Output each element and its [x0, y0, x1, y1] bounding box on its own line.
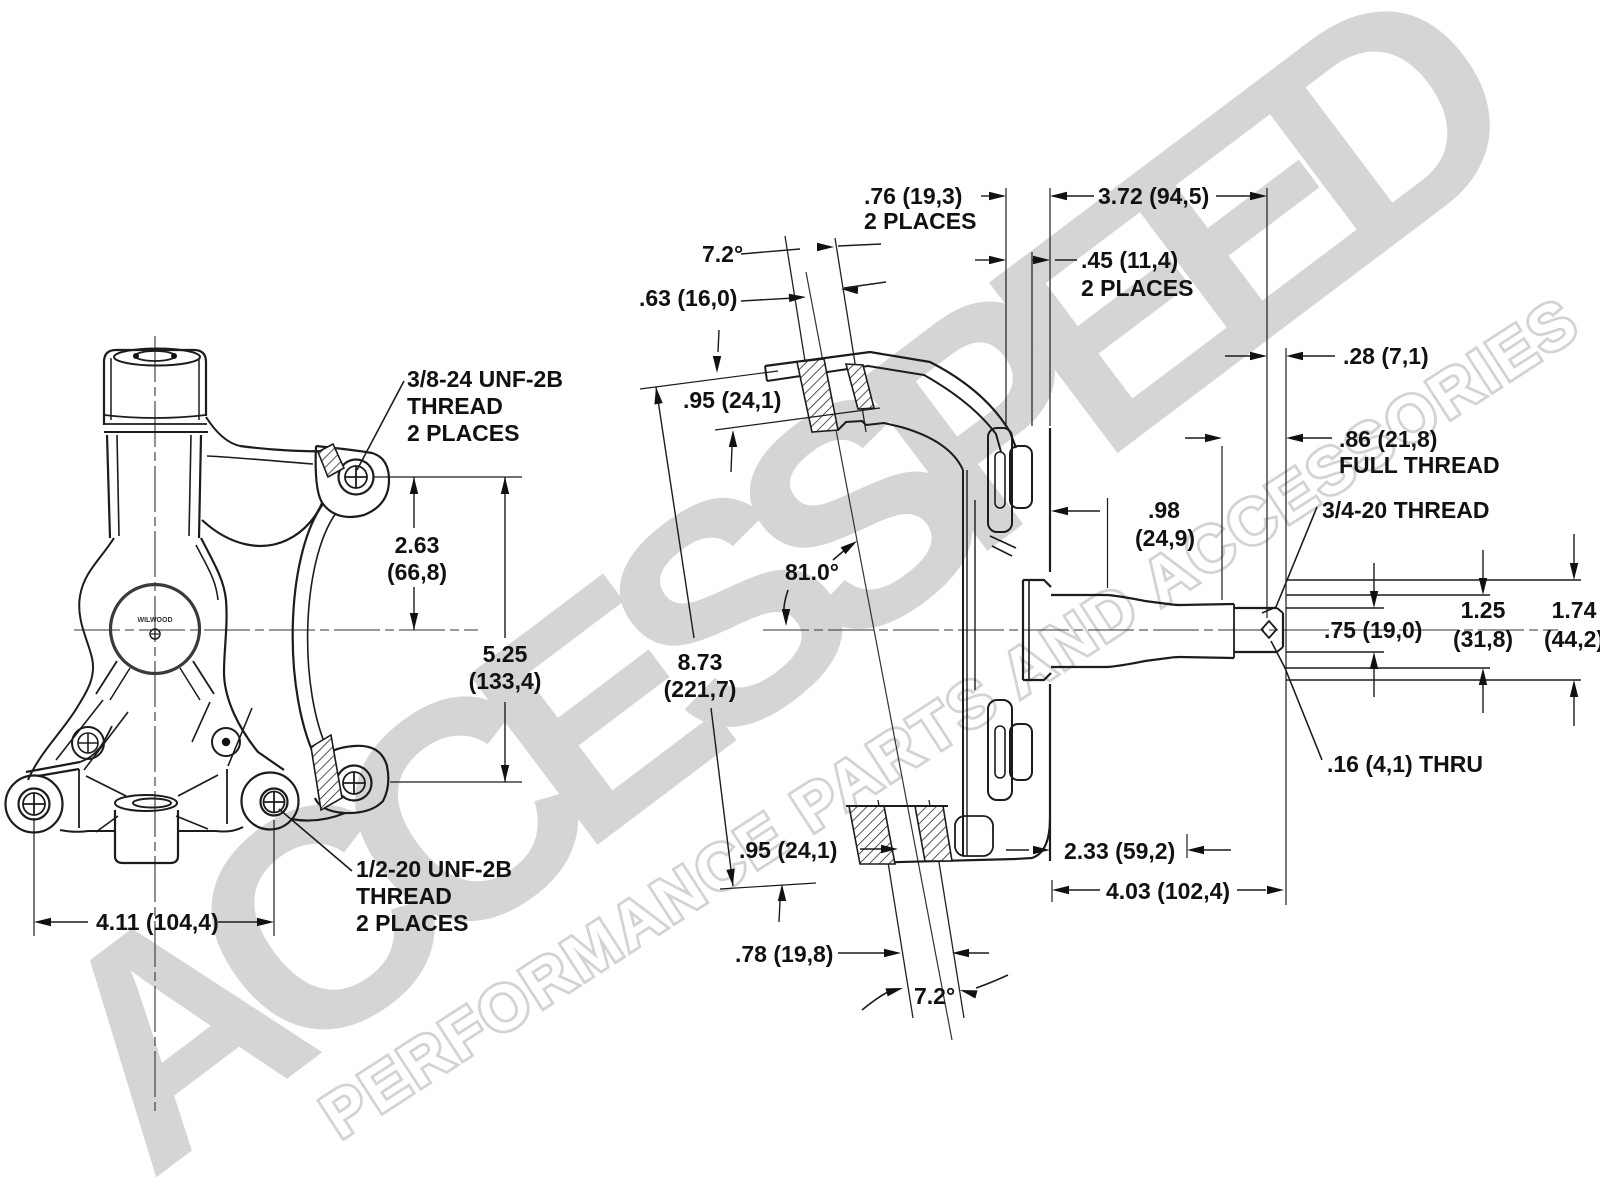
- svg-text:(66,8): (66,8): [387, 559, 447, 585]
- svg-text:THREAD: THREAD: [407, 393, 503, 419]
- svg-text:WILWOOD: WILWOOD: [138, 617, 173, 624]
- svg-text:1.25: 1.25: [1461, 597, 1506, 623]
- svg-text:.76 (19,3): .76 (19,3): [864, 183, 962, 209]
- svg-text:(44,2): (44,2): [1544, 626, 1600, 652]
- svg-text:2 PLACES: 2 PLACES: [1081, 275, 1193, 301]
- svg-text:2.33 (59,2): 2.33 (59,2): [1064, 838, 1175, 864]
- svg-text:7.2°: 7.2°: [914, 983, 955, 1009]
- svg-text:2 PLACES: 2 PLACES: [864, 208, 976, 234]
- svg-text:.75 (19,0): .75 (19,0): [1324, 617, 1422, 643]
- svg-text:3.72 (94,5): 3.72 (94,5): [1098, 183, 1209, 209]
- svg-text:.63 (16,0): .63 (16,0): [639, 285, 737, 311]
- svg-text:(133,4): (133,4): [469, 668, 542, 694]
- svg-text:.28 (7,1): .28 (7,1): [1343, 343, 1429, 369]
- svg-text:7.2°: 7.2°: [702, 241, 743, 267]
- svg-text:(221,7): (221,7): [664, 676, 737, 702]
- svg-text:4.03 (102,4): 4.03 (102,4): [1106, 878, 1230, 904]
- svg-text:2 PLACES: 2 PLACES: [407, 420, 519, 446]
- svg-text:.98: .98: [1148, 497, 1180, 523]
- svg-text:2 PLACES: 2 PLACES: [356, 910, 468, 936]
- svg-text:.45 (11,4): .45 (11,4): [1081, 247, 1178, 273]
- svg-text:THREAD: THREAD: [356, 883, 452, 909]
- svg-text:1/2-20 UNF-2B: 1/2-20 UNF-2B: [356, 856, 512, 882]
- svg-text:.86 (21,8): .86 (21,8): [1339, 426, 1437, 452]
- svg-text:1.74: 1.74: [1552, 597, 1597, 623]
- svg-text:.95 (24,1): .95 (24,1): [683, 387, 781, 413]
- svg-text:.16 (4,1) THRU: .16 (4,1) THRU: [1327, 751, 1483, 777]
- svg-text:8.73: 8.73: [678, 649, 723, 675]
- svg-text:(31,8): (31,8): [1453, 626, 1513, 652]
- svg-text:2.63: 2.63: [395, 532, 440, 558]
- svg-text:5.25: 5.25: [483, 641, 528, 667]
- svg-text:.78 (19,8): .78 (19,8): [735, 941, 833, 967]
- svg-text:.95 (24,1): .95 (24,1): [739, 837, 837, 863]
- svg-text:(24,9): (24,9): [1135, 525, 1195, 551]
- svg-text:81.0°: 81.0°: [785, 559, 839, 585]
- svg-text:FULL THREAD: FULL THREAD: [1339, 452, 1500, 478]
- svg-text:4.11 (104,4): 4.11 (104,4): [96, 909, 219, 935]
- svg-text:3/4-20 THREAD: 3/4-20 THREAD: [1322, 497, 1489, 523]
- svg-text:3/8-24 UNF-2B: 3/8-24 UNF-2B: [407, 366, 563, 392]
